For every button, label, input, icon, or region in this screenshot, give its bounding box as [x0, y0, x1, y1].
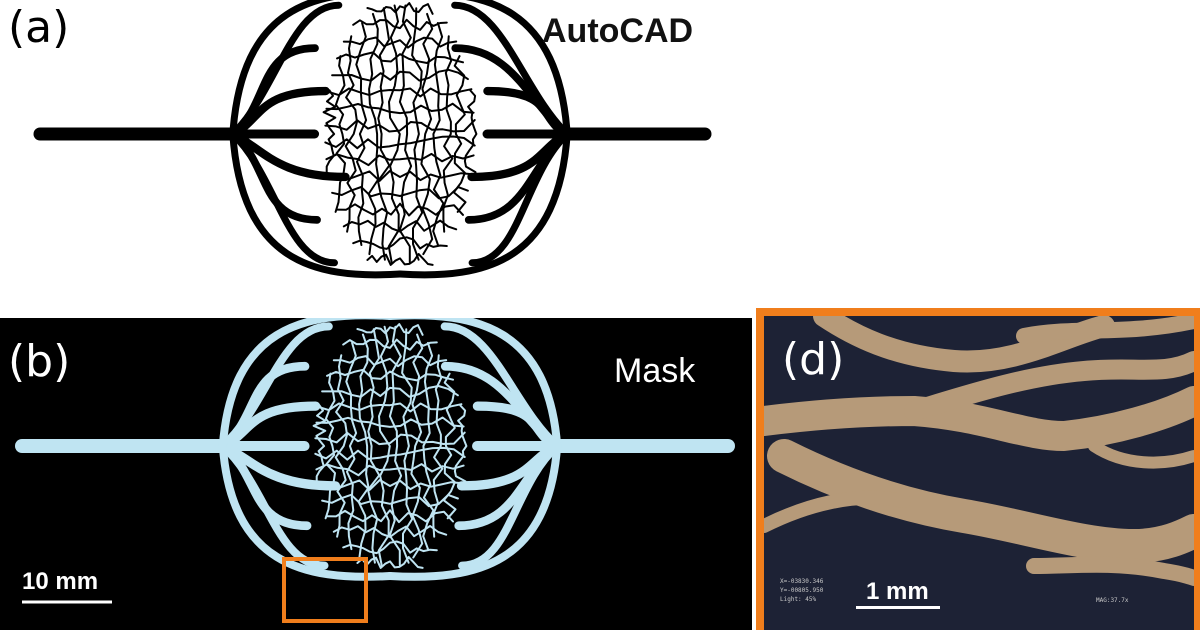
- channel: [314, 431, 466, 446]
- channel: [334, 354, 348, 538]
- channel: [432, 354, 444, 538]
- channel: [398, 4, 413, 264]
- channel: [401, 328, 414, 564]
- channel: [367, 12, 380, 256]
- scale-bar-label-1mm: 1 mm: [866, 578, 929, 605]
- channel: [324, 372, 336, 520]
- channel: [458, 442, 562, 570]
- panel-label-d: (d): [782, 334, 845, 385]
- channel: [396, 130, 571, 279]
- autocad-network-drawing: [33, 0, 712, 279]
- channel: [334, 55, 346, 213]
- channel: [344, 35, 358, 233]
- channel: [452, 55, 467, 213]
- micro-light: Light: 45%: [780, 596, 817, 603]
- channel: [356, 556, 424, 569]
- micro-coord-y: Y=-00805.950: [780, 587, 824, 594]
- channel: [331, 186, 469, 200]
- channel: [327, 170, 473, 182]
- channel: [336, 51, 464, 64]
- channel: [321, 385, 459, 398]
- channel: [218, 318, 394, 450]
- channel: [322, 89, 337, 179]
- panel-a-autocad: (a) AutoCAD: [0, 0, 760, 310]
- channel: [229, 130, 338, 267]
- channel: [472, 401, 562, 451]
- channel: [356, 323, 424, 336]
- channel: [463, 89, 478, 179]
- channel: [387, 4, 401, 264]
- channel: [367, 328, 381, 564]
- channel: [410, 333, 424, 559]
- channel: [342, 540, 438, 555]
- channel: [352, 236, 448, 250]
- channel: [483, 86, 572, 139]
- channel: [386, 318, 562, 450]
- channel: [312, 404, 327, 488]
- channel: [357, 333, 370, 559]
- channel: [345, 341, 358, 551]
- panel-label-a: (a): [8, 2, 70, 53]
- channel: [386, 442, 562, 581]
- channel: [218, 442, 329, 570]
- zoom-region-box: [282, 557, 368, 623]
- channel: [442, 372, 457, 520]
- mask-title: Mask: [614, 352, 696, 390]
- scale-bar-1mm-line: [856, 606, 940, 609]
- channel: [315, 416, 465, 428]
- channel: [325, 102, 475, 115]
- autocad-title: AutoCAD: [542, 12, 694, 50]
- channel: [468, 130, 571, 267]
- panel-b-mask: (b) Mask 10 mm: [0, 318, 752, 630]
- channel: [366, 253, 434, 266]
- panel-d-micrograph: (d) X=-03830.346 Y=-00805.950 Light: 45%…: [756, 308, 1200, 630]
- channel: [377, 7, 391, 261]
- channel: [411, 7, 424, 261]
- mask-network-drawing: [15, 318, 735, 623]
- channel: [229, 130, 404, 279]
- channel: [465, 0, 571, 138]
- channel: [218, 442, 394, 581]
- channel: [377, 325, 391, 567]
- channel: [228, 86, 330, 139]
- channel: [317, 479, 463, 491]
- micro-coord-x: X=-03830.346: [780, 578, 824, 585]
- scale-bar-label-10mm: 10 mm: [22, 568, 99, 595]
- channel: [321, 493, 459, 508]
- channel: [325, 152, 475, 167]
- micro-mag: MAG:37.7x: [1096, 597, 1129, 604]
- panel-label-b: (b): [8, 336, 71, 387]
- channel: [326, 509, 454, 524]
- channel: [442, 35, 454, 233]
- micro-channels: [764, 316, 1194, 586]
- channel: [336, 202, 464, 217]
- channel: [324, 119, 476, 133]
- channel: [422, 341, 435, 551]
- channel: [453, 404, 468, 488]
- channel: [315, 463, 465, 477]
- channel: [366, 2, 434, 15]
- channel: [388, 325, 403, 567]
- channel: [420, 12, 434, 256]
- channel: [432, 21, 445, 246]
- channel: [355, 21, 368, 246]
- channel: [331, 68, 469, 82]
- micrograph-view: (d) X=-03830.346 Y=-00805.950 Light: 45%…: [764, 316, 1194, 630]
- channel: [326, 368, 454, 382]
- channel: [229, 0, 335, 138]
